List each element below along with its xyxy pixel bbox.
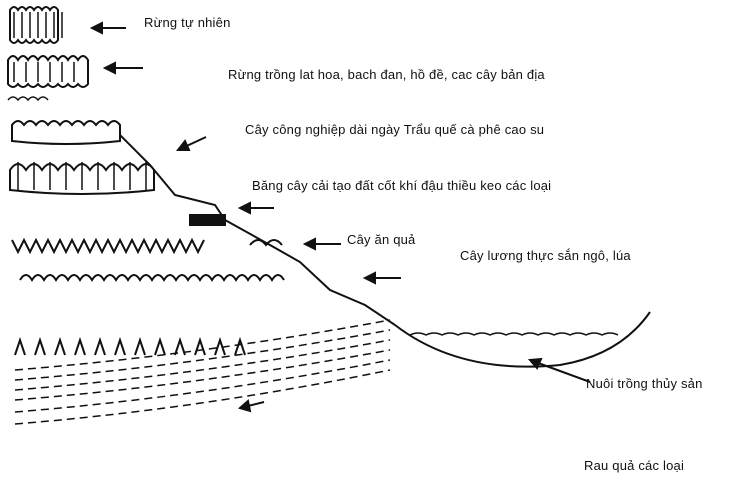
industrial-crops-tier	[9, 120, 155, 195]
label-natural-forest: Rừng tự nhiên	[144, 15, 231, 30]
fish-pond	[394, 311, 651, 368]
planted-forest-tier	[7, 55, 89, 102]
label-fruit-trees: Cây ăn quả	[347, 232, 416, 247]
label-food-crops: Cây lương thực sắn ngô, lúa	[460, 248, 631, 263]
label-vegetables: Rau quả các loại	[584, 458, 685, 473]
pointer-arrows	[89, 21, 591, 413]
natural-forest-tier	[9, 6, 63, 44]
hillside-outline	[114, 129, 396, 326]
label-industrial-crops: Cây công nghiệp dài ngày Trẩu quế cà phê…	[245, 122, 545, 137]
fruit-tree-tier	[19, 239, 285, 282]
vegetable-field-lines	[14, 319, 391, 425]
label-soil-improving-strips: Băng cây cải tạo đất cốt khí đậu thiều k…	[252, 178, 552, 193]
food-crop-tier	[14, 336, 246, 356]
label-planted-forest: Rừng trồng lat hoa, bach đan, hồ đề, cac…	[228, 67, 545, 82]
soil-improving-strip-tier	[11, 214, 226, 255]
label-aquaculture: Nuôi trồng thủy sản	[586, 376, 703, 391]
